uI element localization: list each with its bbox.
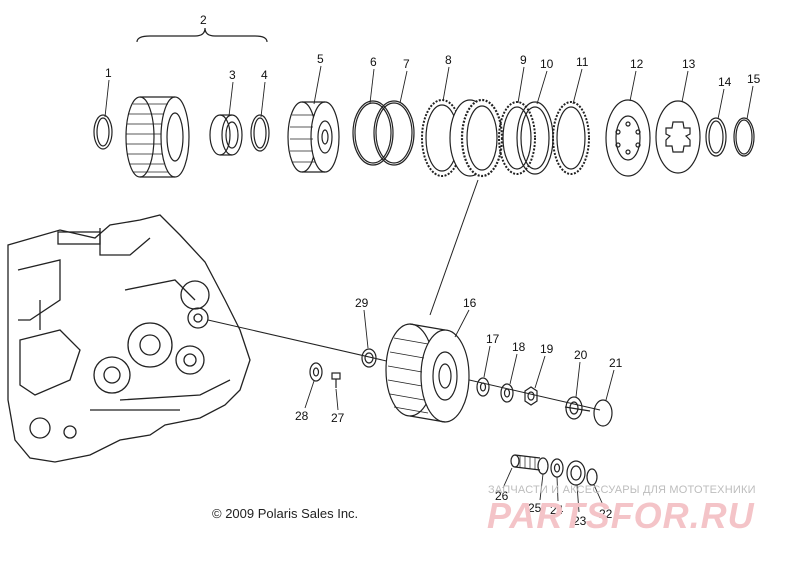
part-15-ring [733, 117, 755, 157]
part-11-friction-plate [552, 101, 590, 175]
part-2-gear [125, 96, 190, 178]
part-10-plate [516, 101, 554, 175]
assembly-leader [429, 179, 479, 316]
part-20-release-bolt [564, 396, 591, 420]
copyright-notice: © 2009 Polaris Sales Inc. [212, 506, 359, 521]
label-24: 24 [550, 503, 564, 517]
label-5: 5 [317, 52, 324, 66]
part-29-seal [361, 348, 377, 368]
label-22: 22 [599, 507, 613, 521]
part-24-washer [550, 458, 564, 478]
part-17-washer [476, 377, 490, 397]
part-5-clutch-hub [287, 101, 340, 173]
label-9: 9 [520, 53, 527, 67]
part-16-clutch-basket [385, 323, 470, 423]
part-13-spring-plate [655, 100, 701, 174]
label-8: 8 [445, 53, 452, 67]
label-11: 11 [576, 55, 589, 69]
label-13: 13 [682, 57, 696, 71]
watermark-logo: PARTSFOR.RU [487, 495, 755, 536]
label-4: 4 [261, 68, 268, 82]
part-27-bolt [331, 372, 341, 388]
label-19: 19 [540, 342, 554, 356]
label-16: 16 [463, 296, 477, 310]
part-25-ring [537, 457, 549, 475]
label-14: 14 [718, 75, 732, 89]
clutch-plate-stack [449, 98, 504, 178]
part-3-bearing [209, 114, 243, 156]
label-15: 15 [747, 72, 761, 86]
part-23-bearing [566, 460, 586, 486]
label-7: 7 [403, 57, 410, 71]
label-20: 20 [574, 348, 588, 362]
label-leaders [104, 65, 754, 513]
part-6-ring [352, 100, 394, 166]
label-21: 21 [609, 356, 623, 370]
group-bracket [136, 27, 268, 43]
part-12-pressure-plate [605, 99, 651, 177]
label-6: 6 [370, 55, 377, 69]
part-7-ring [373, 100, 415, 166]
part-4-ring [250, 114, 270, 152]
label-25: 25 [528, 501, 542, 515]
part-19-nut [524, 386, 538, 406]
engine-case [7, 214, 251, 463]
part-9-plate [498, 101, 536, 175]
label-18: 18 [512, 340, 526, 354]
label-23: 23 [573, 514, 587, 528]
label-2: 2 [200, 13, 207, 27]
label-28: 28 [295, 409, 309, 423]
label-17: 17 [486, 332, 500, 346]
part-28-washer [309, 362, 323, 382]
label-1: 1 [105, 66, 112, 80]
label-29: 29 [355, 296, 369, 310]
part-22-clip [586, 468, 598, 486]
label-26: 26 [495, 489, 509, 503]
part-1-snap-ring [93, 114, 113, 150]
label-10: 10 [540, 57, 554, 71]
label-12: 12 [630, 57, 644, 71]
part-14-ring [705, 117, 727, 157]
watermark-tagline: ЗАПЧАСТИ И АКСЕССУАРЫ ДЛЯ МОТОТЕХНИКИ [488, 484, 756, 496]
part-number-labels: 1 2 3 4 5 6 7 8 9 10 11 12 13 14 15 16 1… [105, 13, 761, 528]
label-3: 3 [229, 68, 236, 82]
part-21-clip [593, 399, 613, 427]
part-26-bolt [510, 454, 541, 471]
label-27: 27 [331, 411, 345, 425]
part-18-washer [500, 383, 514, 403]
